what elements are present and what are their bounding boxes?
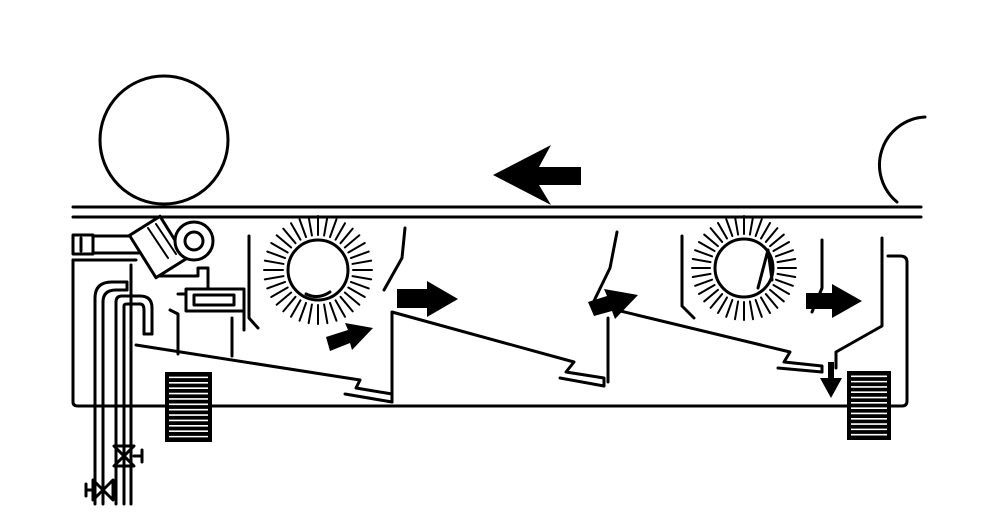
brush-bristle [290, 222, 302, 241]
brush-bristle [769, 288, 785, 303]
brush-bristle [703, 288, 719, 303]
brush-bristle [334, 222, 346, 241]
brush-bristle [347, 242, 366, 254]
brush-bristle [351, 259, 373, 265]
brush-bristle [323, 215, 329, 237]
spray-header-pipe [71, 233, 144, 256]
splash-guard-4 [680, 234, 696, 320]
valve-lower [84, 478, 115, 502]
brush-bristle [323, 303, 329, 325]
brush-bristle [266, 250, 287, 260]
brush-bristle [709, 227, 724, 243]
brush-bristle [282, 227, 297, 245]
brush-bristle [754, 218, 763, 238]
splash-guard-3 [590, 230, 619, 307]
outlet-grille-right [847, 371, 891, 440]
brush-bristle [774, 249, 794, 258]
brush-bristle [334, 299, 346, 318]
brush-bristle [263, 275, 285, 281]
brush-bristle [776, 257, 797, 264]
belt-direction-arrow [493, 145, 581, 205]
brush-bristle [694, 278, 714, 287]
brush-bristle [275, 291, 293, 306]
brush-bristle [717, 296, 728, 315]
flow-arrow-5 [820, 362, 842, 398]
brush-bristle [307, 215, 313, 237]
rotary-brush-2 [691, 215, 797, 321]
brush-bristle [347, 286, 366, 298]
brush-bristle [307, 303, 313, 325]
brush-bristle [748, 300, 755, 321]
valve-upper [112, 444, 144, 468]
right-roller [878, 115, 927, 204]
brush-bristle [694, 249, 714, 258]
brush-bristle [776, 272, 797, 279]
brush-bristle [351, 275, 373, 281]
flow-arrow-4 [806, 284, 862, 318]
flow-arrow-3 [588, 289, 638, 319]
brush-bristle [691, 272, 712, 279]
brush-bristle [772, 284, 791, 295]
brush-bristle [697, 284, 716, 295]
brush-bristle [691, 257, 712, 264]
brush-bristle [328, 218, 338, 239]
brush-bristle [275, 234, 293, 249]
feed-pipe [93, 263, 154, 506]
brush-bristle [266, 280, 287, 290]
brush-bristle [298, 218, 308, 239]
tray-3 [606, 306, 824, 374]
brush-bristle [774, 278, 794, 287]
tray-2 [390, 310, 610, 404]
brush-bristle [339, 227, 354, 245]
brush-bristle [733, 215, 740, 236]
brush-bristle [703, 233, 719, 248]
brush-bristle [328, 301, 338, 322]
brush-bristle [709, 293, 724, 309]
splash-guard-6 [834, 236, 884, 370]
splash-guard-1 [247, 234, 260, 330]
spray-nozzle-assembly [127, 214, 246, 358]
left-roller [98, 74, 230, 206]
flow-arrow-2 [397, 281, 458, 317]
brush-bristle [725, 298, 734, 318]
brush-bristle [769, 233, 785, 248]
conveyor-belt [71, 205, 923, 219]
brush-bristle [733, 300, 740, 321]
brush-bristle [764, 227, 779, 243]
brush-bristle [760, 221, 771, 240]
brush-bristle [298, 301, 308, 322]
outlet-grille-left [165, 372, 212, 442]
brush-bristle [764, 293, 779, 309]
brush-bristle [349, 280, 370, 290]
brush-bristle [270, 242, 289, 254]
rotary-brush-1 [263, 215, 373, 325]
brush-bristle [754, 298, 763, 318]
flow-arrow-1 [326, 323, 373, 351]
brush-bristle [697, 241, 716, 252]
brush-bristle [725, 218, 734, 238]
brush-bristle [270, 286, 289, 298]
brush-bristle [717, 221, 728, 240]
brush-bristle [343, 234, 361, 249]
brush-bristle [760, 296, 771, 315]
brush-bristle [339, 295, 354, 313]
splash-guard-2 [382, 226, 407, 292]
brush-bristle [772, 241, 791, 252]
brush-bristle [263, 259, 285, 265]
collection-tank [71, 254, 909, 408]
brush-bristle [282, 295, 297, 313]
brush-bristle [343, 291, 361, 306]
brush-bristle [290, 299, 302, 318]
brush-bristle [349, 250, 370, 260]
brush-bristle [748, 215, 755, 236]
